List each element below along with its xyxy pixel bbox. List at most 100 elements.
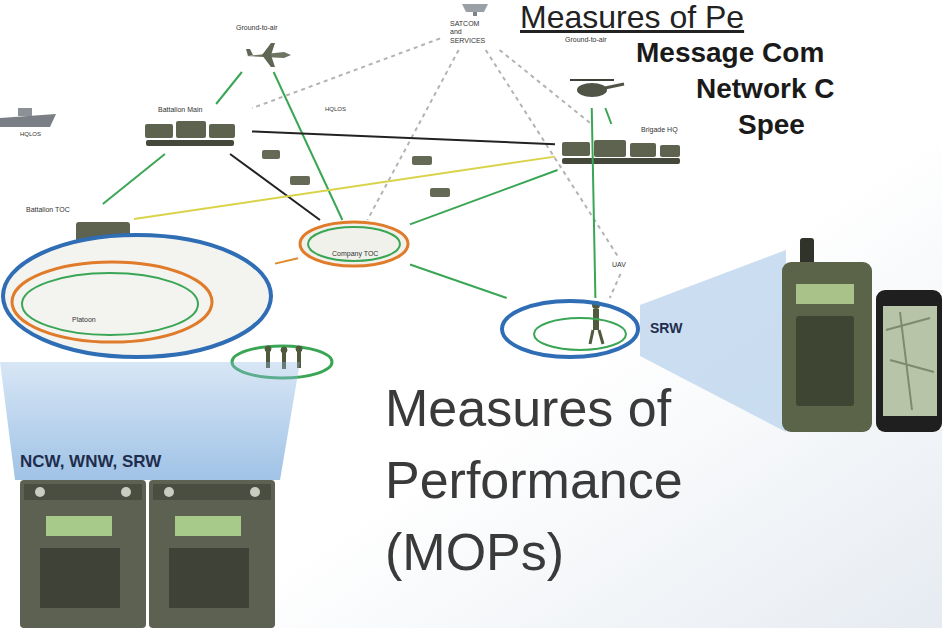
node-label: SATCOM and SERVICES	[450, 20, 492, 45]
knob	[164, 487, 174, 497]
network-link	[500, 50, 592, 124]
vehicle-wheels	[562, 158, 680, 164]
uav-node: UAV	[606, 258, 642, 274]
label-box: HQLOS	[20, 131, 41, 138]
heading-fragment: Measures of Pe	[520, 0, 744, 35]
handheld-radio	[782, 238, 872, 432]
network-link	[252, 38, 440, 108]
phone-body	[876, 290, 942, 432]
measure-fragment: Message Com	[636, 38, 824, 69]
vehicle	[630, 143, 656, 157]
link-tag: HQLOS	[325, 106, 346, 113]
node-label: Brigade HQ	[641, 126, 678, 134]
vehicle-radio-set	[20, 480, 275, 628]
range-ring	[308, 227, 400, 261]
network-link	[410, 170, 558, 224]
srw-soldier	[590, 301, 603, 344]
link-tag: HQLOS	[20, 131, 41, 138]
label-box: Measures of Pe	[520, 0, 744, 35]
radio-keypad	[40, 548, 120, 608]
vehicle	[262, 150, 280, 159]
radio-body	[782, 262, 872, 432]
soldier-head	[281, 347, 287, 353]
range-ring	[502, 301, 638, 357]
ship-bridge	[18, 108, 32, 116]
network-link	[410, 264, 507, 298]
satcom-node: SATCOM and SERVICES	[440, 4, 502, 50]
range-ring	[300, 222, 408, 266]
node-label: Platoon	[72, 316, 96, 324]
radio-keypad	[169, 548, 249, 608]
network-link	[216, 72, 242, 104]
dish	[462, 4, 488, 12]
vehicle	[290, 176, 310, 185]
ellipse-outline	[0, 232, 275, 360]
radio-top	[24, 484, 142, 500]
helicopter-node: Ground-to-air	[555, 32, 627, 108]
node-label: UAV	[612, 261, 626, 269]
knob	[35, 487, 45, 497]
satellite-dish	[462, 4, 488, 16]
battalion-main-node: Battalion Main	[140, 104, 252, 154]
network-link	[610, 274, 621, 298]
network-link	[230, 154, 320, 220]
company-toc-node: Company TOC	[298, 220, 410, 270]
network-link	[134, 157, 555, 219]
phone-map	[883, 306, 937, 416]
vehicle	[430, 188, 450, 197]
dish-mast	[473, 12, 477, 16]
vehicle	[594, 140, 626, 157]
ellipse-outline	[298, 220, 410, 270]
radio-unit	[20, 480, 146, 628]
srw-node: SRW	[500, 298, 692, 360]
radio-display	[46, 516, 112, 536]
label-box: Network C	[696, 74, 834, 105]
vehicle	[562, 142, 590, 156]
node-label: SRW	[650, 320, 682, 337]
radio-display	[175, 516, 241, 536]
node-label: Battalion Main	[158, 106, 202, 114]
node-label: Battalion TOC	[26, 206, 70, 214]
label-box: Message Com	[636, 38, 824, 69]
helicopter-rotor	[570, 79, 614, 81]
node-label: Ground-to-air	[236, 24, 278, 32]
vehicle	[660, 145, 680, 157]
network-link	[367, 50, 458, 220]
map-roads	[886, 312, 934, 410]
aircraft	[246, 43, 291, 67]
field-vehicles	[262, 150, 450, 197]
radio-unit	[149, 480, 275, 628]
radio-band: NCW, WNW, SRW	[0, 362, 300, 480]
vehicle	[145, 124, 173, 138]
soldier-leg	[599, 330, 603, 344]
network-link	[103, 154, 165, 204]
soldier-leg	[590, 330, 593, 344]
radio-display	[796, 284, 854, 304]
knob	[121, 487, 131, 497]
measure-fragment: Spee	[738, 110, 805, 141]
diagram-title: Measures of Performance (MOPs)	[385, 372, 715, 588]
radio-top	[153, 484, 271, 500]
node-label: Ground-to-air	[565, 36, 607, 44]
vehicle	[176, 121, 206, 138]
node-label: NCW, WNW, SRW	[20, 452, 161, 472]
ship	[0, 108, 56, 127]
label-box: Spee	[738, 110, 805, 141]
vehicle	[412, 156, 432, 165]
network-link	[252, 131, 555, 144]
vehicle	[209, 124, 235, 138]
smartphone	[876, 290, 942, 432]
soldier-head	[265, 346, 271, 352]
range-ring	[12, 262, 212, 342]
label-box: HQLOS	[325, 106, 346, 113]
brigade-hq-node: Brigade HQ	[555, 124, 685, 170]
knob	[250, 487, 260, 497]
vehicle-wheels	[146, 140, 234, 146]
range-ring	[534, 318, 626, 350]
helicopter-body	[577, 83, 607, 97]
soldier-head	[296, 346, 302, 352]
node-label: Company TOC	[332, 250, 378, 258]
measure-fragment: Network C	[696, 74, 834, 105]
